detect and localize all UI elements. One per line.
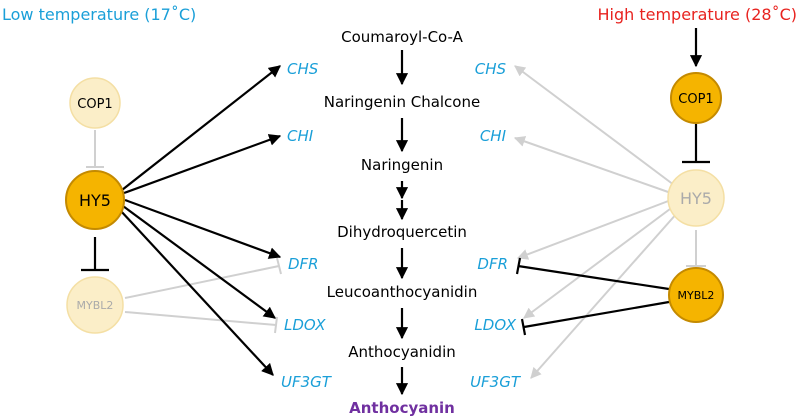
low-temperature-header: Low temperature (17˚C) [2, 5, 196, 24]
compound-coumaroyl-coa: Coumaroyl-Co-A [341, 28, 463, 46]
right-hy5-label: HY5 [680, 189, 712, 208]
right-hy5-to-chs-arrow [514, 65, 675, 186]
left-mybl2-ldox-inhibition-line [124, 311, 277, 326]
left-cop1-label: COP1 [77, 97, 112, 112]
left-hy5-activation-arrows [119, 65, 282, 376]
left-mybl2-node: MYBL2 [66, 276, 124, 334]
right-hy5-to-dfr-arrow [516, 199, 672, 260]
left-mybl2-dfr-inhibition-bar [276, 257, 282, 275]
left-gene-chs: CHS [287, 60, 319, 78]
compound-dihydroquercetin: Dihydroquercetin [337, 223, 467, 241]
right-cop1-label: COP1 [678, 92, 713, 107]
left-mybl2-ldox-inhibition-bar [274, 316, 278, 334]
compound-anthocyanidin: Anthocyanidin [348, 343, 456, 361]
right-faded-hy5-arrows [513, 65, 679, 379]
right-mybl2-ldox-inhibition-line [523, 300, 670, 329]
left-gene-chi: CHI [287, 127, 314, 145]
left-gene-uf3gt: UF3GT [281, 373, 333, 391]
right-gene-uf3gt: UF3GT [470, 373, 522, 391]
right-hy5-node: HY5 [667, 169, 725, 227]
left-hy5-to-ldox-arrow [122, 205, 276, 319]
right-cop1-node: COP1 [670, 72, 722, 124]
right-gene-labels: CHS CHI DFR LDOX UF3GT [470, 60, 522, 391]
left-hy5-to-dfr-arrow [124, 198, 282, 259]
right-hy5-mybl2-inhibition [686, 230, 706, 267]
right-mybl2-node: MYBL2 [668, 267, 724, 323]
right-gene-dfr: DFR [477, 255, 508, 273]
left-faded-links [86, 130, 282, 334]
compound-anthocyanin: Anthocyanin [349, 399, 455, 417]
right-gene-ldox: LDOX [474, 316, 516, 334]
right-hy5-to-ldox-arrow [523, 205, 675, 319]
left-hy5-label: HY5 [79, 191, 111, 210]
left-gene-labels: CHS CHI DFR LDOX UF3GT [281, 60, 333, 391]
right-mybl2-dfr-inhibition-line [517, 264, 670, 291]
right-mybl2-ldox-inhibition-bar [520, 318, 527, 336]
left-cop1-node: COP1 [69, 77, 121, 129]
left-gene-ldox: LDOX [284, 316, 326, 334]
right-mybl2-dfr-inhibition-bar [515, 257, 522, 275]
right-mybl2-label: MYBL2 [678, 289, 715, 302]
left-hy5-to-chs-arrow [121, 65, 281, 191]
right-mybl2-circle [668, 267, 724, 323]
right-hy5-to-chi-arrow [513, 136, 672, 194]
left-mybl2-label: MYBL2 [77, 299, 114, 312]
right-gene-chi: CHI [480, 127, 507, 145]
high-temperature-header: High temperature (28˚C) [597, 5, 797, 24]
left-hy5-node: HY5 [65, 170, 125, 230]
left-gene-dfr: DFR [288, 255, 319, 273]
right-hy5-circle [667, 169, 725, 227]
left-hy5-mybl2-inhibition [81, 237, 109, 272]
right-cop1-hy5-inhibition [682, 124, 710, 164]
left-hy5-circle [65, 170, 125, 230]
left-hy5-to-uf3gt-arrow [119, 209, 274, 376]
right-hy5-to-uf3gt-arrow [530, 211, 679, 379]
left-mybl2-circle [66, 276, 124, 334]
compound-naringenin-chalcone: Naringenin Chalcone [324, 93, 480, 111]
right-gene-chs: CHS [475, 60, 507, 78]
right-mybl2-inhibitions [515, 257, 670, 336]
compound-leucoanthocyanidin: Leucoanthocyanidin [327, 283, 478, 301]
left-mybl2-dfr-inhibition-line [124, 265, 280, 299]
left-hy5-to-chi-arrow [123, 134, 282, 195]
pathway-compounds: Coumaroyl-Co-A Naringenin Chalcone Narin… [324, 28, 480, 417]
left-cop1-circle [69, 77, 121, 129]
right-cop1-circle [670, 72, 722, 124]
compound-naringenin: Naringenin [361, 156, 443, 174]
